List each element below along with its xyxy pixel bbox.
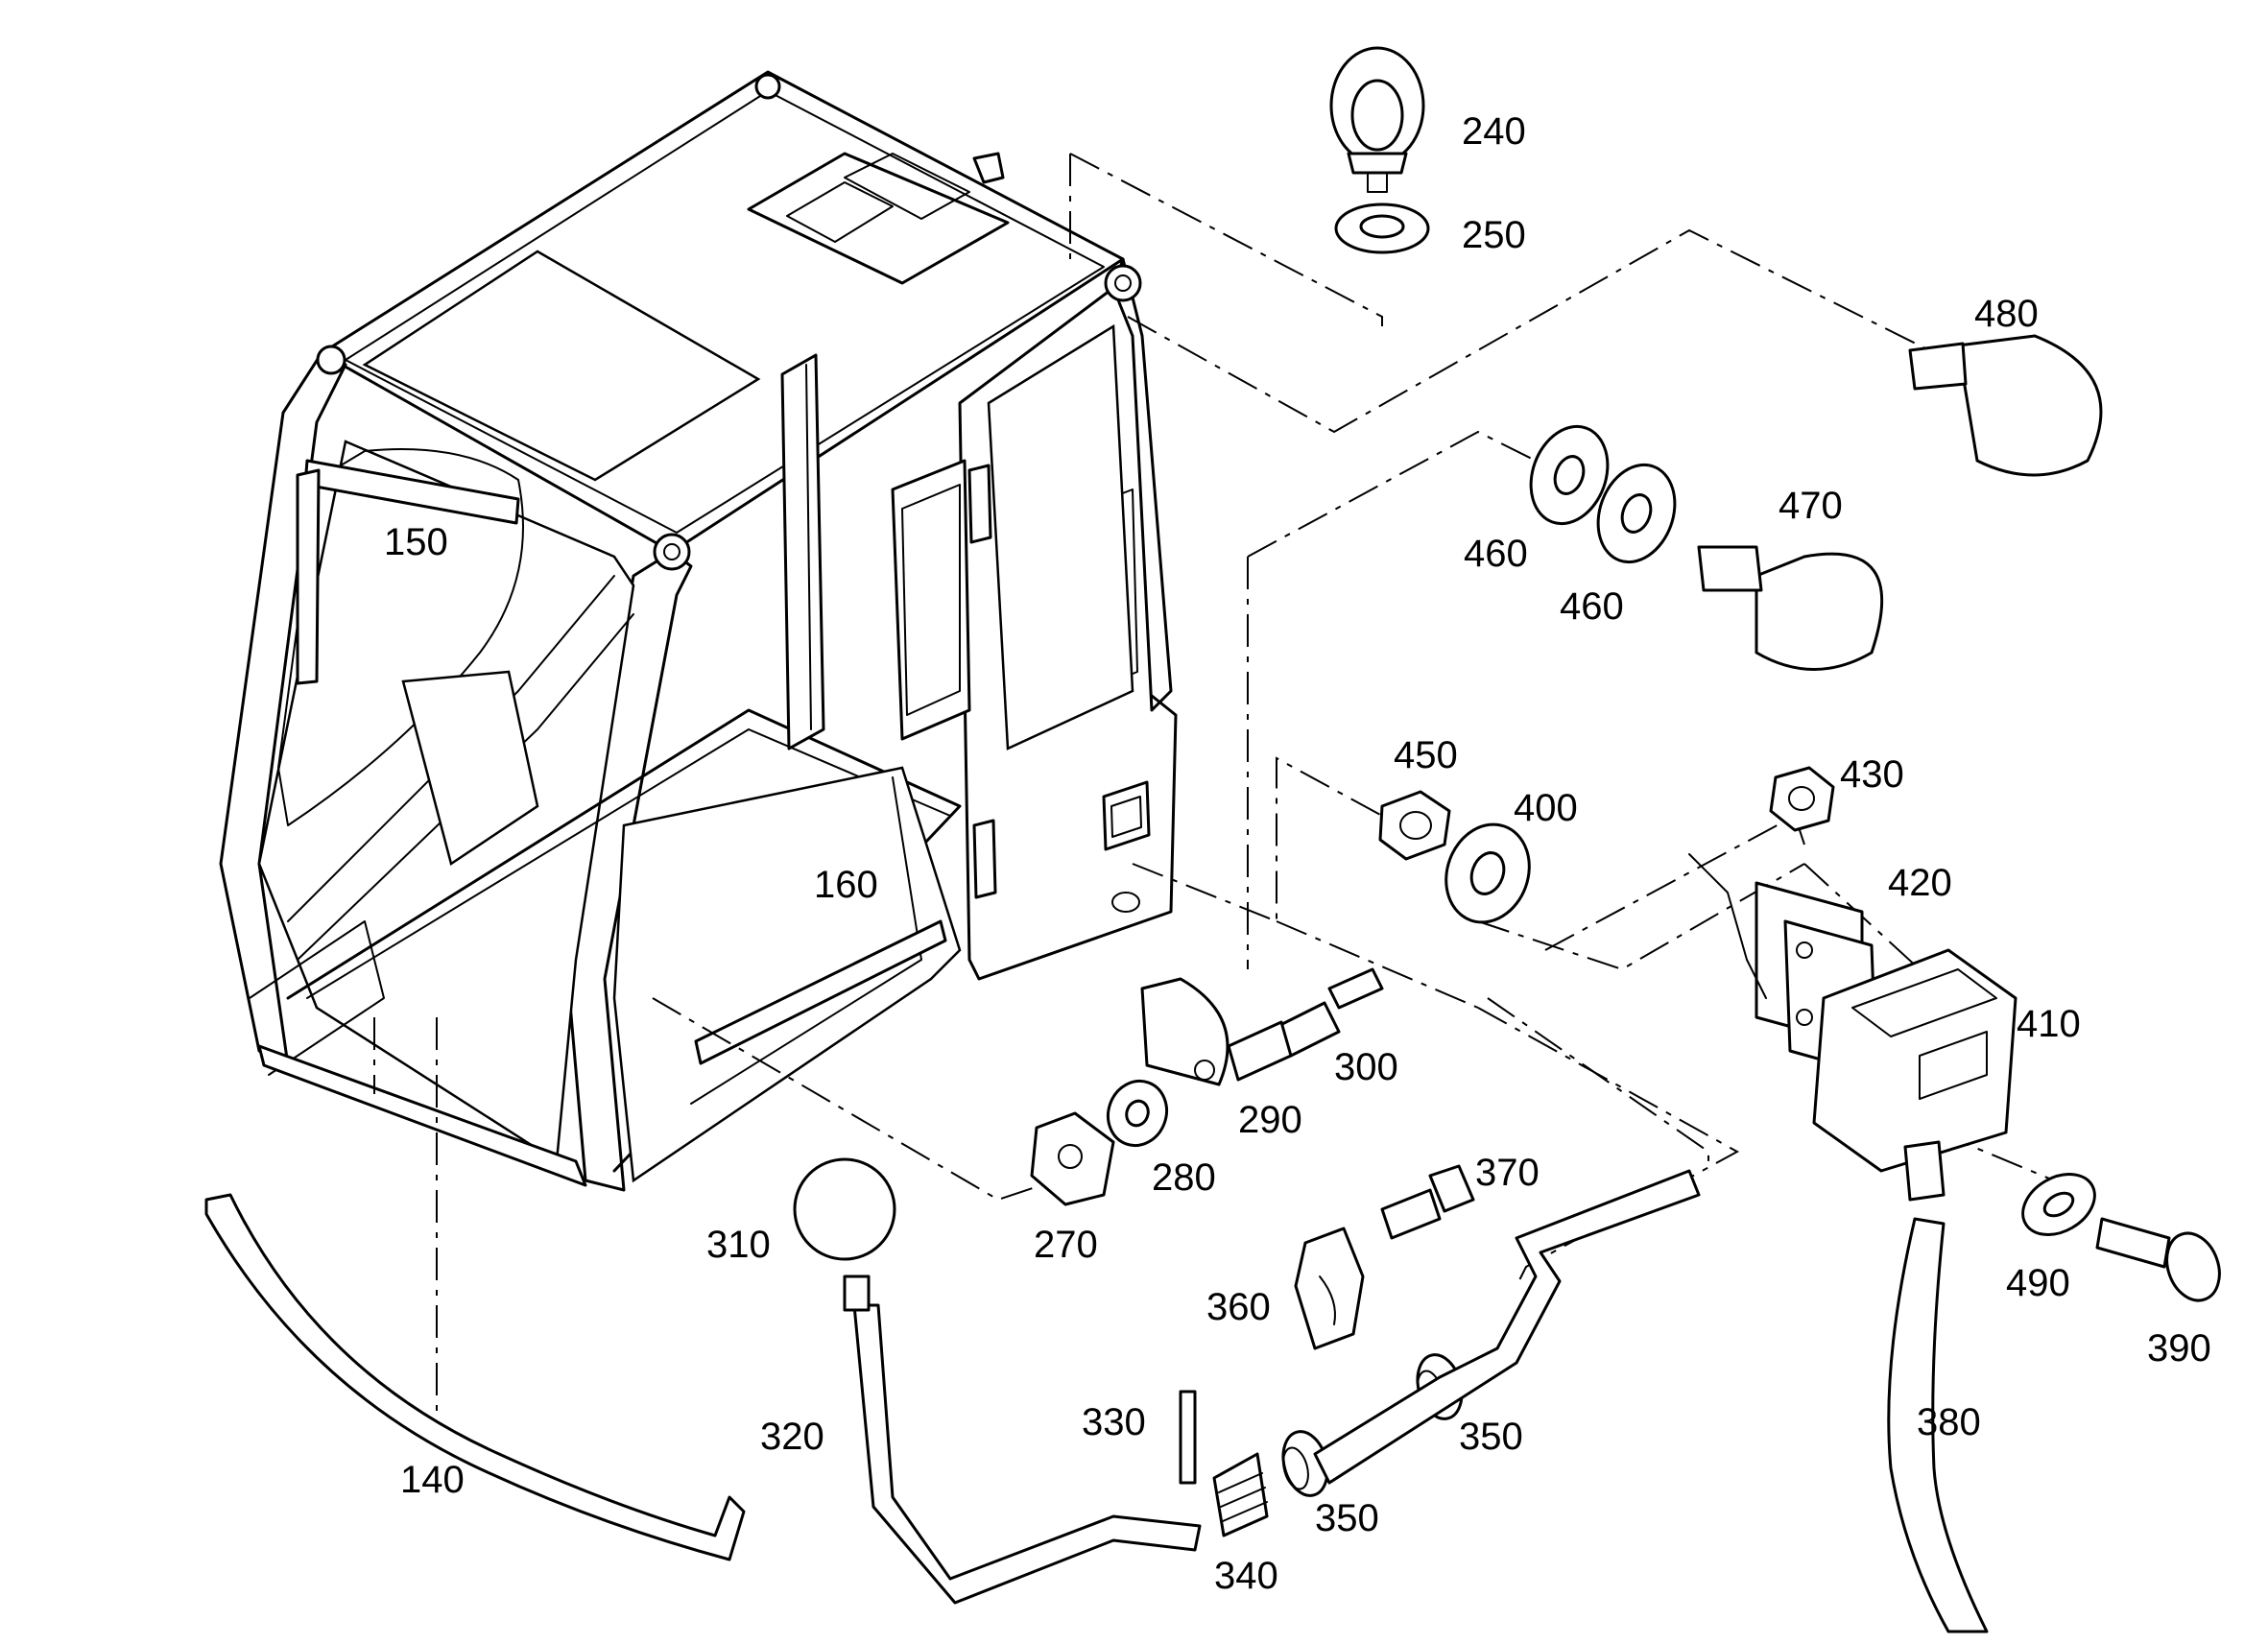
bolt-370 xyxy=(1380,1164,1475,1240)
callout-160: 160 xyxy=(814,864,878,906)
callout-280: 280 xyxy=(1152,1156,1216,1199)
callout-270: 270 xyxy=(1034,1224,1098,1266)
rubber-stop-470 xyxy=(1697,545,1884,671)
cable-380 xyxy=(1887,1217,1989,1633)
plate-290 xyxy=(1140,977,1229,1086)
callout-460b: 460 xyxy=(1560,585,1624,628)
callout-310: 310 xyxy=(706,1224,771,1266)
washer-460a xyxy=(1529,424,1610,526)
lifting-eye-bolt xyxy=(1329,46,1425,193)
callout-300: 300 xyxy=(1334,1046,1398,1088)
callout-410: 410 xyxy=(2017,1003,2081,1045)
callout-420: 420 xyxy=(1888,862,1952,904)
callout-430: 430 xyxy=(1840,753,1904,796)
seal-strip-140 xyxy=(204,1193,746,1561)
callout-140: 140 xyxy=(400,1459,465,1501)
lock-rod xyxy=(1313,1169,1701,1485)
callout-350a: 350 xyxy=(1315,1497,1379,1539)
callout-380: 380 xyxy=(1917,1401,1981,1443)
pin-330 xyxy=(1179,1390,1197,1485)
callout-370: 370 xyxy=(1475,1152,1540,1194)
callout-470: 470 xyxy=(1779,485,1843,527)
washer-400 xyxy=(1444,822,1531,924)
lock-body-410 xyxy=(1812,948,2017,1202)
nut-450 xyxy=(1378,790,1451,861)
callout-350b: 350 xyxy=(1459,1416,1523,1458)
nut-430 xyxy=(1769,766,1835,832)
callout-490: 490 xyxy=(2006,1262,2070,1304)
callout-460a: 460 xyxy=(1464,533,1528,575)
rod-320 xyxy=(843,1275,1202,1605)
callout-150: 150 xyxy=(384,521,448,563)
washer-460b xyxy=(1596,463,1677,564)
knob-ball-310 xyxy=(793,1157,896,1261)
bushing-350a xyxy=(1281,1430,1329,1497)
clamp-360 xyxy=(1294,1227,1365,1350)
callout-390: 390 xyxy=(2147,1327,2211,1370)
callout-240: 240 xyxy=(1462,110,1526,153)
spring-340 xyxy=(1212,1452,1269,1537)
washer-250 xyxy=(1334,203,1430,254)
rubber-stop-480 xyxy=(1908,334,2103,477)
callout-400: 400 xyxy=(1514,787,1578,829)
washer-280 xyxy=(1107,1079,1168,1148)
washer-490 xyxy=(2021,1173,2096,1236)
block-270 xyxy=(1030,1111,1115,1206)
callout-330: 330 xyxy=(1082,1401,1146,1443)
callout-290: 290 xyxy=(1238,1099,1302,1141)
callout-360: 360 xyxy=(1206,1286,1271,1328)
bolt-390 xyxy=(2095,1217,2221,1302)
callout-340: 340 xyxy=(1214,1555,1278,1597)
callout-250: 250 xyxy=(1462,214,1526,256)
operator-cab xyxy=(219,70,1178,1192)
callout-320: 320 xyxy=(760,1416,824,1458)
callout-480: 480 xyxy=(1974,293,2039,335)
callout-450: 450 xyxy=(1394,734,1458,776)
pin-300 xyxy=(1227,967,1384,1082)
callout-labels: 140 150 160 240 250 270 280 290 300 310 … xyxy=(384,110,2211,1597)
